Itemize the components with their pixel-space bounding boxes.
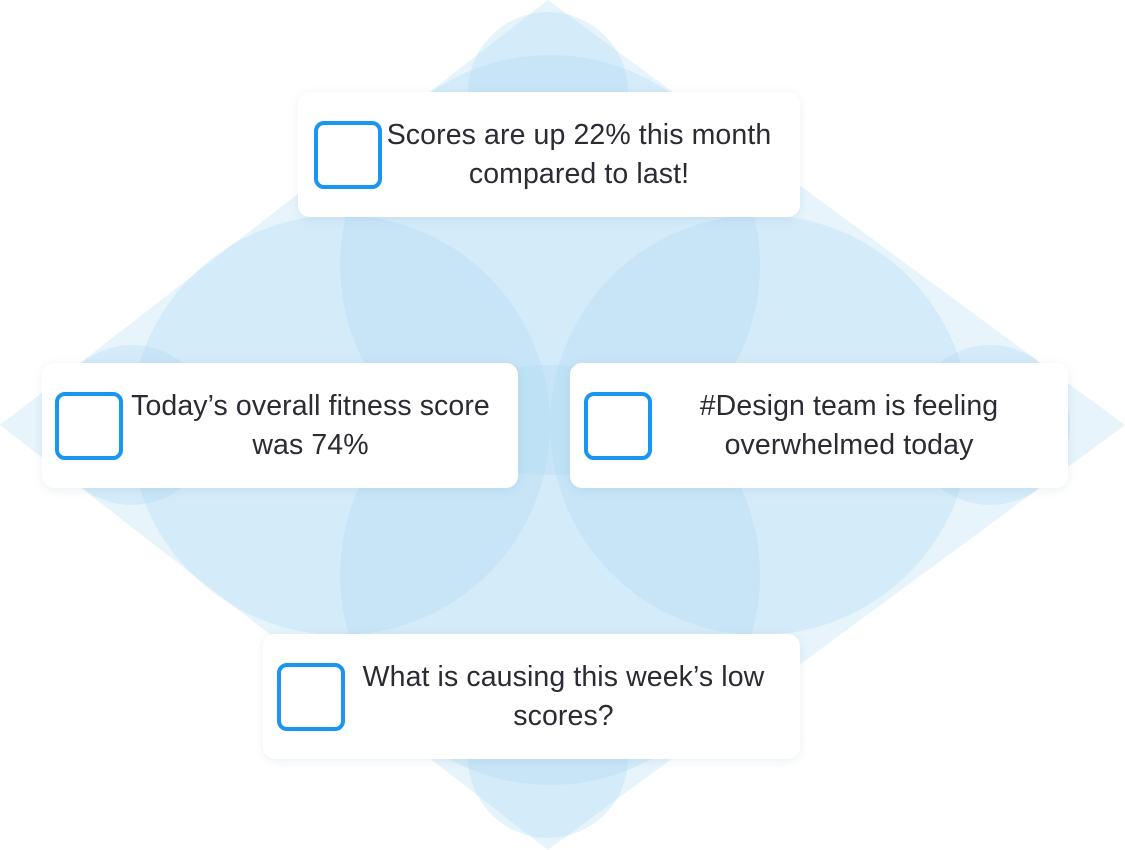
checkbox[interactable] [314,120,382,189]
insight-card-bottom[interactable]: What is causing this week’s low scores? [263,634,800,759]
insight-card-left[interactable]: Today’s overall fitness score was 74% [42,363,518,488]
checkbox[interactable] [55,391,123,460]
checkbox[interactable] [584,391,652,460]
insight-text: What is causing this week’s low scores? [362,660,765,732]
insight-text: Scores are up 22% this month compared to… [386,118,772,190]
insight-card-top[interactable]: Scores are up 22% this month compared to… [298,92,800,217]
insight-card-right[interactable]: #Design team is feeling overwhelmed toda… [570,363,1068,488]
insight-text: Today’s overall fitness score was 74% [131,389,490,461]
insight-text: #Design team is feeling overwhelmed toda… [699,389,999,461]
checkbox[interactable] [277,662,345,731]
